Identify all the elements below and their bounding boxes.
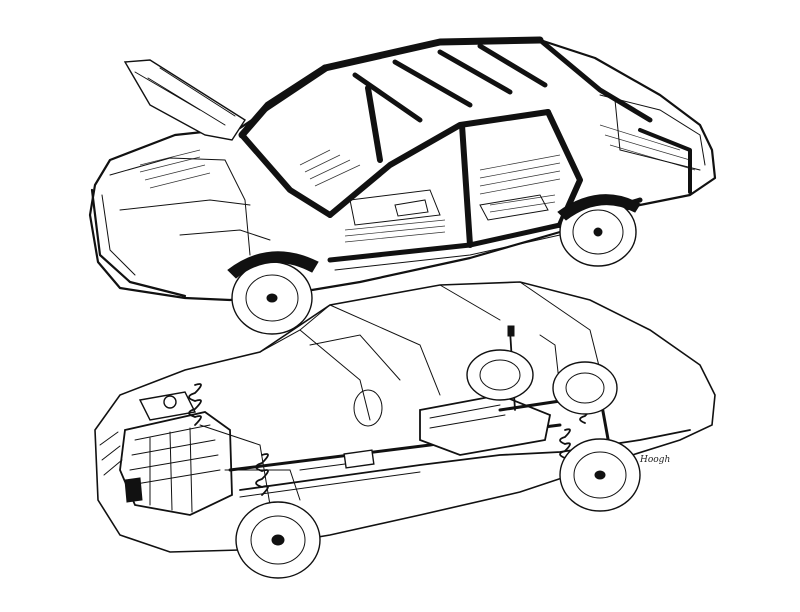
running-gear-drawing: [94, 281, 716, 579]
artist-signature: Hoogh: [639, 455, 670, 465]
rear-wheel-top: [231, 261, 313, 335]
body-shell-drawing: [88, 36, 717, 335]
engine-block: [119, 391, 233, 516]
front-wheel-bottom: [235, 501, 321, 579]
spare-wheel: [466, 349, 618, 415]
front-wheel-top: [559, 197, 637, 267]
rear-wheel-bottom: [559, 438, 641, 512]
